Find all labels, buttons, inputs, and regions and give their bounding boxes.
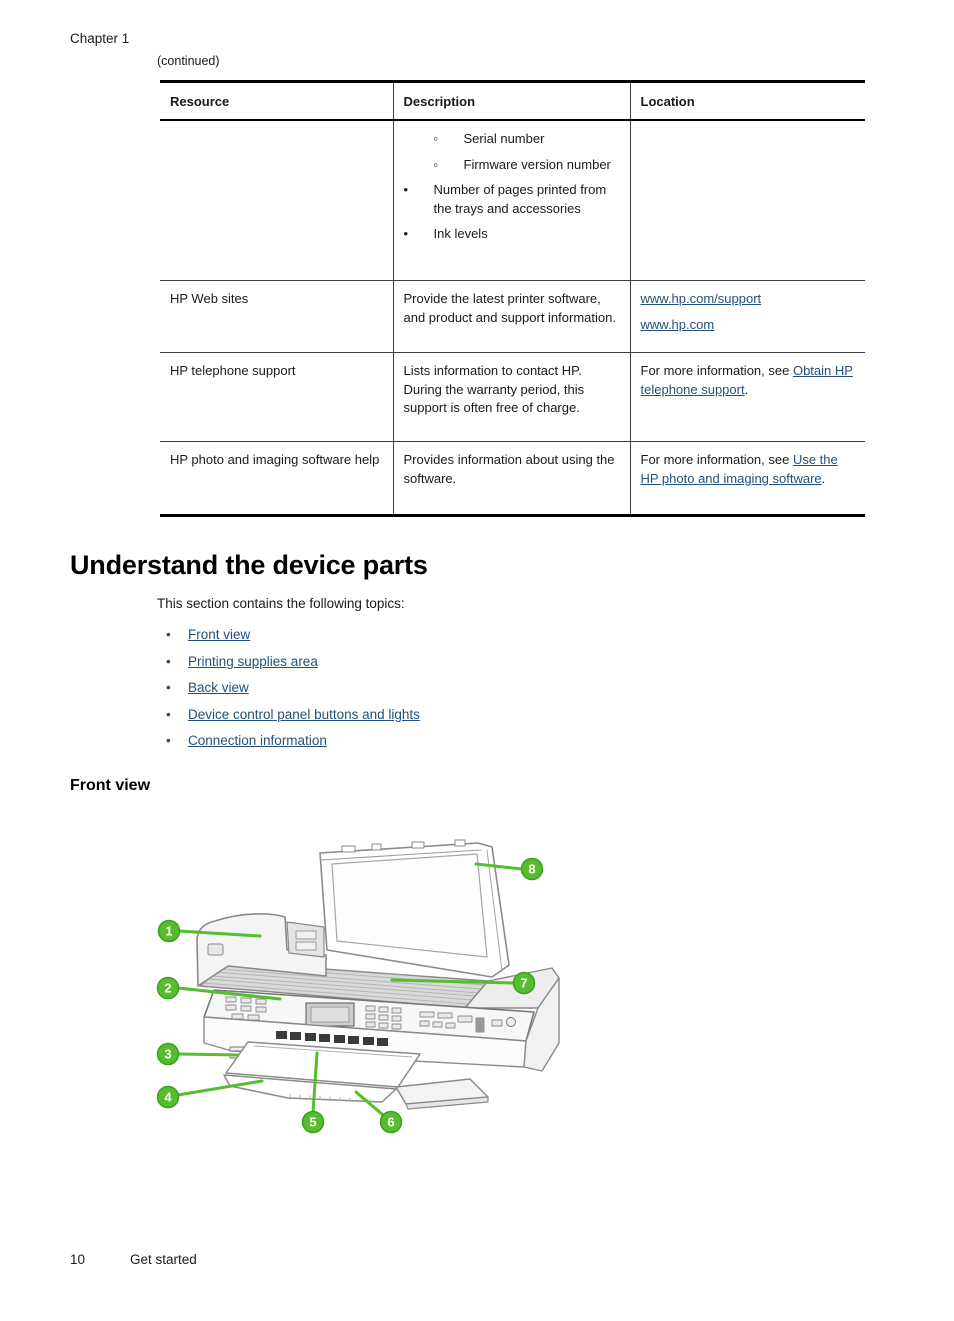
svg-text:5: 5: [309, 1115, 316, 1130]
bullet-icon: •: [166, 733, 171, 748]
output-tray-extension: [223, 1074, 397, 1104]
list-item-text: Ink levels: [433, 226, 488, 242]
list-item: • Ink levels: [404, 225, 620, 243]
cell-description: Provides information about using the sof…: [393, 441, 631, 516]
cell-location: www.hp.com/support www.hp.com: [630, 280, 865, 354]
topic-item: • Printing supplies area: [157, 653, 420, 671]
column-header-resource: Resource: [160, 81, 394, 122]
location-text: .: [744, 381, 749, 397]
topic-item: • Connection information: [157, 732, 420, 750]
output-slot: [276, 1031, 388, 1046]
chapter-label: Chapter 1: [70, 31, 130, 46]
topic-link-back-view[interactable]: Back view: [188, 680, 249, 695]
printer-front-view-figure: 1 2 3 4 5 6 7 8: [156, 839, 560, 1134]
location-text: For more information, see: [640, 452, 793, 468]
topic-link-printing-supplies-area[interactable]: Printing supplies area: [188, 653, 318, 669]
topic-link-front-view[interactable]: Front view: [188, 627, 251, 642]
callout-1: 1: [157, 919, 181, 943]
svg-text:4: 4: [164, 1090, 172, 1105]
table-row-device-info: ◦ Serial number ◦ Firmware version numbe…: [160, 120, 865, 282]
cell-resource: HP Web sites: [160, 280, 394, 354]
cell-location: For more information, see Obtain HP tele…: [630, 352, 865, 443]
bullet-icon: •: [166, 653, 171, 669]
callout-7: 7: [512, 971, 536, 995]
cell-description: Lists information to contact HP. During …: [393, 352, 631, 443]
cell-resource: HP telephone support: [160, 352, 394, 443]
cell-location: [630, 120, 865, 282]
topics-list: • Front view • Printing supplies area • …: [157, 626, 420, 759]
svg-text:7: 7: [520, 976, 527, 991]
table-row-web-sites: HP Web sites Provide the latest printer …: [160, 280, 865, 354]
page-number: 10: [70, 1252, 86, 1267]
topic-link-control-panel-buttons[interactable]: Device control panel buttons and lights: [188, 706, 420, 722]
cell-resource: HP photo and imaging software help: [160, 441, 394, 516]
column-header-description: Description: [393, 81, 631, 122]
front-view-heading: Front view: [70, 777, 151, 794]
location-text: For more information, see: [640, 363, 793, 379]
svg-text:1: 1: [165, 924, 172, 939]
callout-2: 2: [156, 976, 180, 1000]
callout-lines: [176, 862, 524, 1117]
cell-description: ◦ Serial number ◦ Firmware version numbe…: [393, 120, 631, 282]
list-item: • Number of pages printed from the trays…: [404, 181, 620, 218]
cartridge-access-cover: [196, 913, 327, 987]
svg-text:3: 3: [164, 1047, 171, 1062]
bullet-icon: •: [403, 182, 409, 198]
resources-table: Resource Description Location ◦ Serial n…: [160, 80, 865, 518]
callout-6: 6: [379, 1110, 403, 1134]
cell-description: Provide the latest printer software, and…: [393, 280, 631, 354]
input-tray: [395, 1078, 489, 1110]
sub-bullet-icon: ◦: [433, 156, 439, 172]
section-title: Understand the device parts: [70, 550, 428, 580]
list-item-text: Number of pages printed from the trays a…: [433, 182, 607, 216]
svg-text:8: 8: [528, 862, 535, 877]
list-item: ◦ Serial number: [404, 130, 620, 148]
callout-8: 8: [520, 857, 544, 881]
topic-item: • Back view: [157, 679, 420, 697]
list-item: ◦ Firmware version number: [404, 156, 620, 174]
link-obtain-telephone-support[interactable]: Obtain HP telephone support: [640, 363, 853, 397]
link-use-photo-software[interactable]: Use the HP photo and imaging software: [640, 452, 838, 486]
printer-right-side: [523, 977, 560, 1072]
callout-5: 5: [301, 1110, 325, 1134]
control-panel: [203, 989, 535, 1042]
topic-item: • Front view: [157, 626, 420, 644]
table-row-telephone-support: HP telephone support Lists information t…: [160, 352, 865, 443]
sub-bullet-icon: ◦: [433, 131, 439, 147]
footer-section-label: Get started: [130, 1252, 197, 1267]
location-text: .: [821, 470, 826, 486]
section-intro: This section contains the following topi…: [157, 596, 405, 611]
column-header-location: Location: [630, 81, 865, 122]
svg-text:2: 2: [164, 981, 171, 996]
link-hp-support-url[interactable]: www.hp.com/support: [640, 291, 762, 307]
list-item-text: Serial number: [463, 131, 545, 147]
callout-3: 3: [156, 1042, 180, 1066]
topic-item: • Device control panel buttons and light…: [157, 706, 420, 724]
svg-text:6: 6: [387, 1115, 394, 1130]
cell-resource: [160, 120, 394, 282]
link-hp-url[interactable]: www.hp.com: [640, 316, 715, 332]
continued-label: (continued): [157, 54, 220, 68]
bullet-icon: •: [166, 706, 171, 722]
list-item-text: Firmware version number: [463, 156, 611, 172]
table-header-row: Resource Description Location: [160, 81, 865, 122]
topic-link-connection-information[interactable]: Connection information: [188, 733, 327, 748]
cell-location: For more information, see Use the HP pho…: [630, 442, 865, 516]
bullet-icon: •: [166, 680, 171, 695]
table-row-photo-software: HP photo and imaging software help Provi…: [160, 441, 865, 516]
callout-4: 4: [156, 1085, 180, 1109]
bullet-icon: •: [403, 226, 409, 242]
hp-logo: [207, 943, 224, 956]
bullet-icon: •: [166, 627, 171, 642]
scanner-lid: [319, 839, 510, 978]
